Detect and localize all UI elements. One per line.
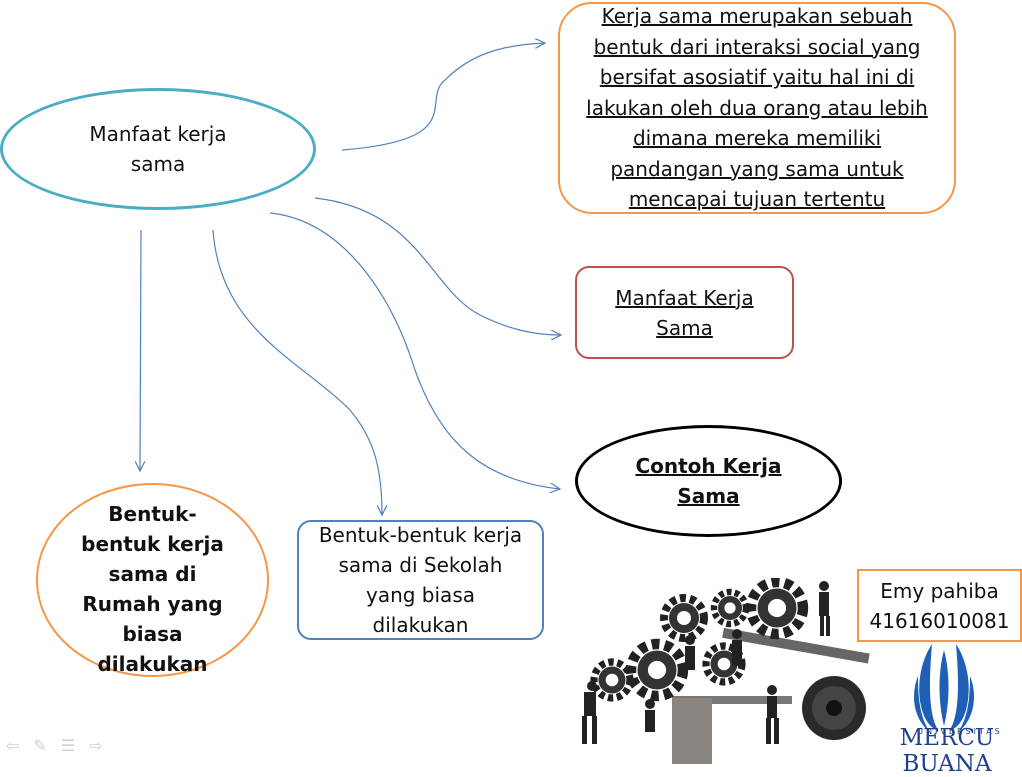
author-id: 41616010081 xyxy=(869,608,1010,633)
school-forms-box: Bentuk-bentuk kerja sama di Sekolah yang… xyxy=(297,520,544,640)
menu-icon[interactable]: ☰ xyxy=(60,736,76,755)
back-arrow-icon[interactable]: ⇦ xyxy=(6,736,20,755)
gears-teamwork-image xyxy=(582,578,870,764)
author-box: Emy pahiba 41616010081 xyxy=(857,569,1022,642)
logo-name: MERCU BUANA xyxy=(899,725,995,777)
logo-subtitle: UNIVERSITAS xyxy=(917,726,1003,736)
author-name: Emy pahiba xyxy=(880,578,999,603)
school-forms-label: Bentuk-bentuk kerja sama di Sekolah yang… xyxy=(318,523,523,637)
arrow-to-home xyxy=(140,229,141,471)
benefit-label: Manfaat Kerja Sama xyxy=(615,285,754,340)
center-node-ellipse: Manfaat kerja sama xyxy=(0,88,316,210)
arrow-to-definition xyxy=(341,43,545,151)
pen-icon[interactable]: ✎ xyxy=(33,736,47,755)
home-forms-ellipse: Bentuk- bentuk kerja sama di Rumah yang … xyxy=(36,483,269,677)
slide-navigation: ⇦ ✎ ☰ ⇨ xyxy=(6,736,136,756)
benefit-box: Manfaat Kerja Sama xyxy=(575,266,794,359)
definition-box: Kerja sama merupakan sebuah bentuk dari … xyxy=(558,2,956,214)
arrow-to-school xyxy=(212,229,382,515)
example-node-ellipse: Contoh Kerja Sama xyxy=(575,425,842,537)
home-forms-label: Bentuk- bentuk kerja sama di Rumah yang … xyxy=(81,502,224,676)
center-node-label: Manfaat kerja sama xyxy=(89,122,227,176)
forward-arrow-icon[interactable]: ⇨ xyxy=(89,736,103,755)
arrow-to-example xyxy=(269,212,560,489)
example-label: Contoh Kerja Sama xyxy=(635,454,782,508)
definition-text: Kerja sama merupakan sebuah bentuk dari … xyxy=(586,4,928,212)
arrow-to-benefit xyxy=(314,197,561,335)
university-logo-icon xyxy=(914,644,974,732)
